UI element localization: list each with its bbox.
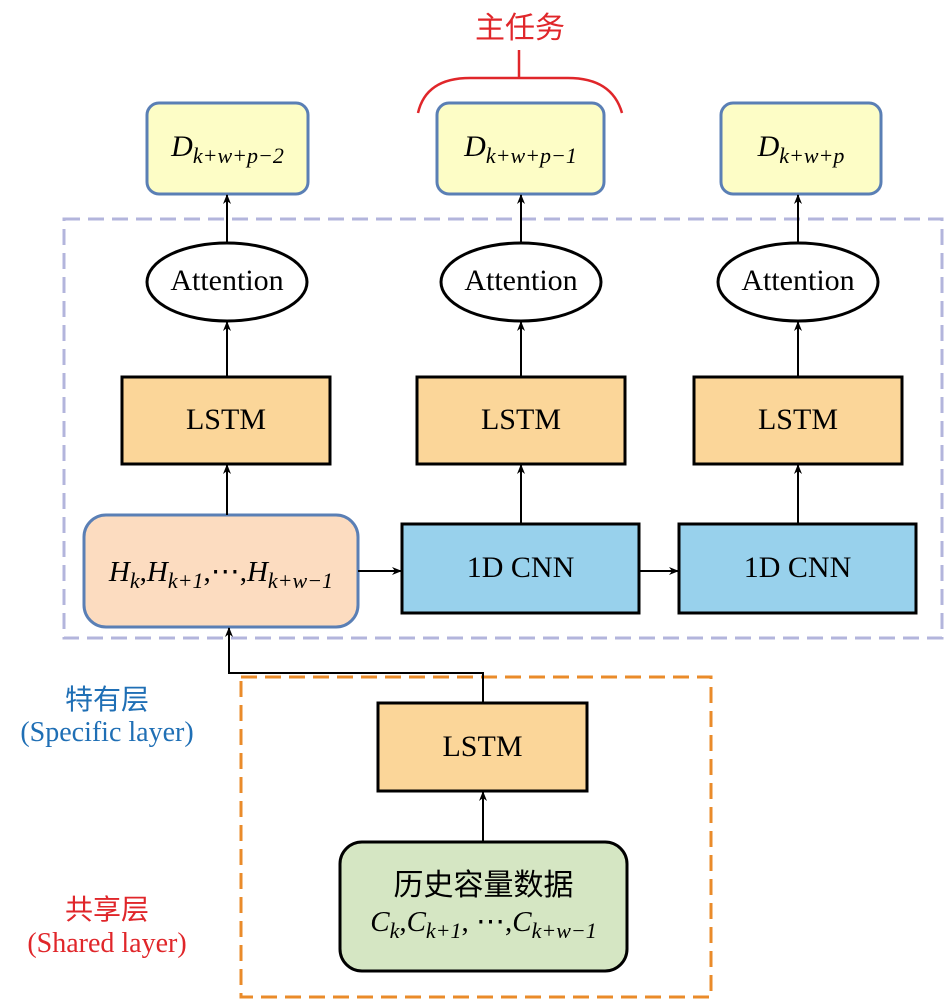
- arrow-shared-lstm-to-hidden: [225, 627, 484, 703]
- history-data-title: 历史容量数据: [393, 869, 574, 902]
- lstm-label-1: LSTM: [185, 403, 266, 436]
- specific-layer-region: [62, 217, 944, 640]
- cnn-box-2: [677, 522, 918, 615]
- shared-lstm-label: LSTM: [442, 730, 523, 763]
- cnn-label-1: 1D CNN: [466, 551, 575, 584]
- lstm-label-3: LSTM: [757, 403, 838, 436]
- hidden-sequence-label: Hk,Hk+1,⋯,Hk+w−1: [108, 556, 334, 593]
- main-task-label: 主任务: [475, 12, 565, 45]
- output-label-2: Dk+w+p−1: [464, 130, 577, 168]
- attention-label-1: Attention: [170, 264, 284, 297]
- specific-layer-title: 特有层: [64, 685, 149, 716]
- shared-layer-title: 共享层: [64, 895, 149, 926]
- shared-layer-region: [239, 675, 713, 999]
- attention-label-2: Attention: [464, 264, 578, 297]
- output-label-1: Dk+w+p−2: [171, 130, 284, 168]
- lstm-label-2: LSTM: [480, 403, 561, 436]
- attention-label-3: Attention: [741, 264, 855, 297]
- output-label-3: Dk+w+p: [757, 130, 845, 168]
- cnn-box-1: [400, 522, 641, 615]
- history-data-sequence: Ck,Ck+1, ⋯,Ck+w−1: [370, 906, 597, 943]
- cnn-label-2: 1D CNN: [743, 551, 852, 584]
- specific-layer-subtitle: (Specific layer): [20, 717, 194, 748]
- shared-layer-subtitle: (Shared layer): [27, 928, 187, 959]
